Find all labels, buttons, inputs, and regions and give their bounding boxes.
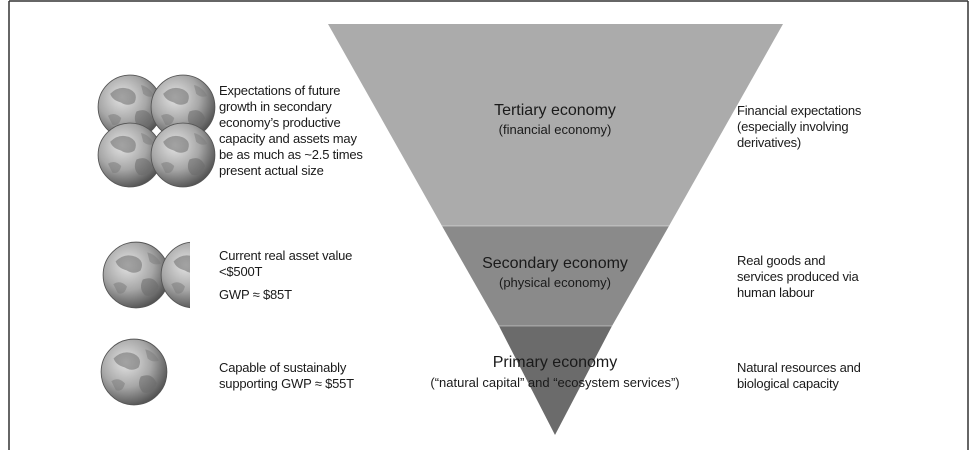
earth-globe-icon: [150, 122, 216, 188]
secondary-segment: [442, 226, 669, 326]
primary-globes: [100, 338, 168, 406]
secondary-globes: [102, 241, 190, 309]
primary-title: Primary economy: [492, 354, 618, 371]
earth-globe-icon: [100, 338, 168, 406]
tertiary-right-description: Financial expectations (especially invol…: [737, 103, 862, 150]
earth-globe-icon: [160, 241, 190, 309]
tertiary-globes: [97, 74, 216, 188]
tertiary-left-description: Expectations of future growth in seconda…: [219, 83, 363, 178]
tertiary-subtitle: (financial economy): [498, 122, 612, 137]
primary-segment: [499, 326, 612, 435]
earth-globe-icon: [102, 241, 170, 309]
tertiary-title: Tertiary economy: [494, 102, 616, 119]
primary-left-description: Capable of sustainably supporting GWP ≈ …: [219, 360, 354, 391]
primary-right-description: Natural resources and biological capacit…: [737, 360, 861, 391]
tertiary-segment: [328, 24, 783, 226]
secondary-title: Secondary economy: [482, 255, 628, 272]
primary-subtitle: (“natural capital” and “ecosystem servic…: [430, 375, 680, 390]
secondary-gwp-text: GWP ≈ $85T: [219, 287, 292, 302]
secondary-subtitle: (physical economy): [499, 275, 611, 290]
secondary-left-description: Current real asset value <$500T: [219, 248, 353, 279]
secondary-right-description: Real goods and services produced via hum…: [737, 253, 859, 300]
